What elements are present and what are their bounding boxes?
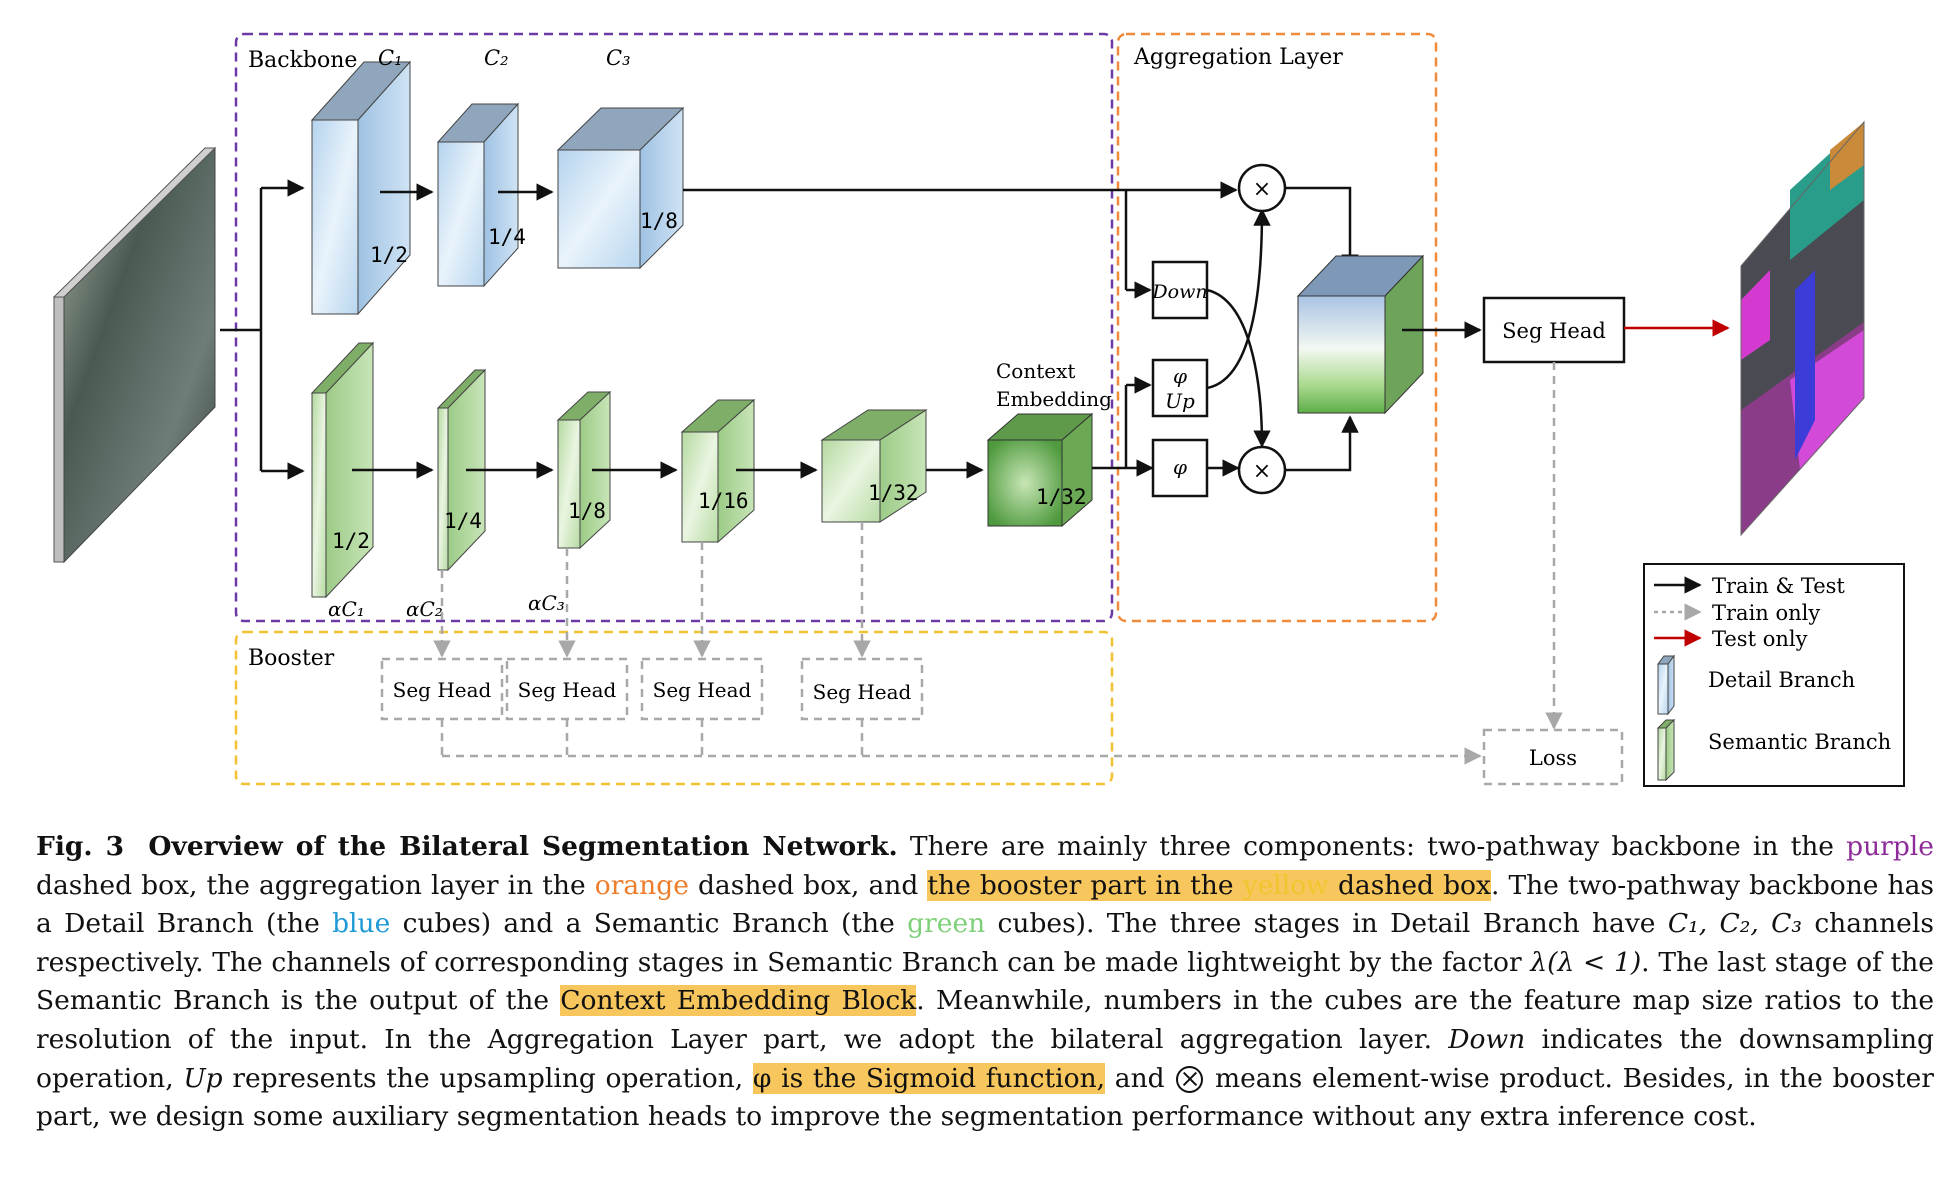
caption-s3: dashed box, and — [697, 869, 919, 901]
caption-purple: purple — [1846, 831, 1934, 862]
down-op-box — [1151, 260, 1209, 320]
caption-hl1a: the booster part in the — [927, 869, 1234, 901]
figure-caption: Fig. 3 Overview of the Bilateral Segment… — [36, 828, 1934, 1137]
phi-op-label: φ — [1173, 455, 1187, 479]
output-segmentation — [1740, 120, 1865, 537]
mult-bottom-to-agg-arrow — [1285, 415, 1359, 472]
caption-up: Up — [183, 1062, 223, 1094]
booster-seg-head-label-1: Seg Head — [393, 678, 492, 702]
up-to-top-mult-arrow — [1206, 208, 1271, 390]
legend-semantic-branch: Semantic Branch — [1708, 730, 1891, 754]
caption-highlight-booster: the booster part in the yellow dashed bo… — [927, 869, 1491, 901]
semantic-channel-2: αC₂ — [406, 597, 443, 621]
caption-blue: blue — [332, 908, 391, 940]
caption-hl3: φ is the Sigmoid function, — [752, 1062, 1106, 1094]
booster-seg-head-box-1 — [380, 657, 504, 721]
phi-up-phi-label: φ — [1173, 364, 1187, 388]
caption-s6: cubes). The three stages in Detail Branc… — [997, 908, 1656, 940]
detail-cube-2 — [436, 102, 520, 288]
semantic-ratio-5: 1/32 — [868, 481, 919, 505]
legend-train-only: Train only — [1712, 601, 1820, 625]
caption-channels-math: C₁, C₂, C₃ — [1667, 908, 1803, 940]
caption-title: Overview of the Bilateral Segmentation N… — [148, 831, 898, 862]
loss-label: Loss — [1529, 746, 1577, 770]
mult-top-symbol: × — [1253, 177, 1271, 202]
down-op-label: Down — [1151, 281, 1207, 303]
caption-yellow: yellow — [1242, 869, 1329, 901]
booster-label: Booster — [248, 646, 335, 671]
semantic-cube-3 — [556, 390, 612, 550]
caption-s11: represents the upsampling operation, — [232, 1062, 744, 1094]
detail-cube-3 — [556, 106, 685, 270]
context-embedding-label-2: Embedding — [996, 387, 1112, 411]
backbone-label: Backbone — [248, 48, 357, 73]
booster-seg-head-label-4: Seg Head — [813, 680, 912, 704]
detail-channel-1: C₁ — [378, 46, 403, 70]
semantic-cube-5 — [820, 409, 928, 523]
detail-ratio-3: 1/8 — [640, 209, 678, 233]
network-diagram: Backbone Aggregation Layer Booster — [52, 32, 1905, 787]
legend-semantic-cube — [1656, 718, 1676, 782]
semantic-channel-3: αC₃ — [528, 591, 565, 615]
legend-detail-branch: Detail Branch — [1708, 668, 1855, 692]
backbone-box — [234, 32, 1114, 623]
booster-seg-head-label-3: Seg Head — [653, 678, 752, 702]
semantic-ratio-1: 1/2 — [332, 529, 370, 553]
detail-ratio-1: 1/2 — [370, 243, 408, 267]
caption-factor-math: λ(λ < 1) — [1530, 946, 1642, 978]
caption-s8: . The last stage of the Semantic Branch … — [36, 946, 1934, 1017]
otimes-icon — [1176, 1065, 1204, 1093]
caption-down: Down — [1448, 1023, 1526, 1055]
legend-train-test: Train & Test — [1712, 574, 1845, 598]
aggregation-box — [1116, 32, 1438, 623]
caption-s4: . The two-pathway backbone has a Detail … — [36, 869, 1935, 940]
legend-test-only: Test only — [1712, 627, 1808, 651]
phi-up-op-box — [1151, 358, 1209, 418]
caption-s12: and — [1114, 1062, 1165, 1094]
semantic-cube-1 — [310, 341, 375, 599]
caption-orange: orange — [594, 869, 689, 901]
loss-box — [1482, 728, 1624, 786]
detail-cube-1 — [310, 60, 412, 316]
aggregation-label: Aggregation Layer — [1133, 45, 1343, 70]
semantic-ratio-2: 1/4 — [444, 509, 482, 533]
caption-green: green — [907, 908, 986, 940]
semantic-ratio-3: 1/8 — [568, 499, 606, 523]
caption-s13: means element-wise product. Besides, in … — [36, 1062, 1934, 1133]
mult-bottom-symbol: × — [1253, 459, 1271, 484]
semantic-ratio-6: 1/32 — [1036, 485, 1087, 509]
caption-fig-label: Fig. 3 — [36, 831, 125, 862]
phi-op-box — [1151, 438, 1209, 498]
detail-ratio-2: 1/4 — [488, 225, 526, 249]
context-embedding-label-1: Context — [996, 359, 1075, 383]
input-image — [52, 146, 217, 564]
phi-up-up-label: Up — [1165, 389, 1195, 413]
caption-s10: indicates the downsampling operation, — [36, 1023, 1934, 1094]
aggregated-feature-cube — [1296, 254, 1425, 415]
context-embedding-cube — [986, 412, 1094, 528]
down-to-bottom-mult-arrow — [1206, 288, 1271, 448]
caption-s2: dashed box, the aggregation layer in the — [36, 869, 586, 901]
caption-s5: cubes) and a Semantic Branch (the — [402, 908, 895, 940]
booster-seg-head-label-2: Seg Head — [518, 678, 617, 702]
caption-s9: . Meanwhile, numbers in the cubes are th… — [36, 985, 1935, 1055]
caption-s1: There are mainly three components: two-p… — [909, 831, 1834, 862]
caption-s7: channels respectively. The channels of c… — [36, 908, 1934, 978]
detail-channel-2: C₂ — [484, 46, 509, 70]
mult-top-to-agg-arrow — [1285, 186, 1359, 272]
caption-hl2: Context Embedding Block — [560, 985, 917, 1017]
legend-detail-cube — [1657, 654, 1675, 716]
detail-channel-3: C₃ — [606, 46, 631, 70]
legend: Train & Test Train only Test only Detail… — [1643, 563, 1905, 787]
booster-seg-head-box-2 — [505, 657, 629, 721]
main-seg-head-label: Seg Head — [1502, 319, 1606, 343]
caption-hl1b: dashed box — [1337, 869, 1491, 901]
semantic-channel-1: αC₁ — [328, 597, 365, 621]
semantic-ratio-4: 1/16 — [698, 489, 749, 513]
